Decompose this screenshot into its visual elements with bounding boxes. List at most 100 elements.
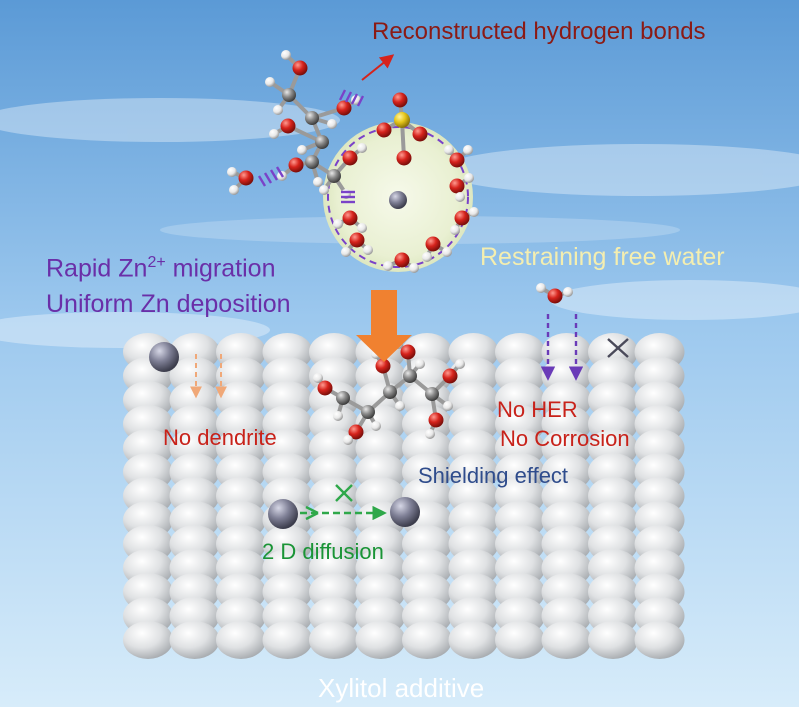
hydrogen-atom — [415, 359, 425, 369]
lattice-sphere — [355, 621, 406, 659]
zn-charge: 2+ — [147, 254, 166, 271]
carbon-atom — [282, 88, 296, 102]
carbon-atom — [425, 387, 439, 401]
rapid-prefix: Rapid Zn — [46, 254, 148, 283]
xylitol-additive-label: Xylitol additive — [318, 673, 485, 703]
shielding-effect-label: Shielding effect — [418, 463, 569, 488]
oxygen-atom — [454, 210, 470, 226]
xylitol-molecule-surface — [313, 339, 465, 445]
hydrogen-atom — [371, 421, 381, 431]
zn-adatom-left — [149, 342, 179, 372]
migration-arrow — [356, 290, 412, 362]
hydrogen-atom — [383, 261, 393, 271]
restraining-water-label: Restraining free water — [480, 243, 725, 271]
lattice-sphere — [541, 621, 592, 659]
hydrogen-atom — [297, 145, 307, 155]
water-left-sheath — [227, 167, 254, 195]
lattice-sphere — [448, 621, 499, 659]
zinc-surface-lattice — [123, 333, 685, 659]
water-arrows — [540, 314, 584, 381]
oxygen-atom — [376, 122, 392, 138]
hydrogen-atom — [422, 252, 432, 262]
lattice-sphere — [402, 621, 452, 659]
no-her-label: No HER — [497, 397, 578, 422]
hydrogen-atom — [363, 245, 373, 255]
water-bottom-right — [422, 236, 452, 262]
hydrogen-atom — [395, 401, 405, 411]
oxygen-atom — [394, 252, 410, 268]
hydrogen-atom — [313, 373, 323, 383]
sulfur-atom — [394, 112, 410, 128]
oxygen-atom — [396, 150, 412, 166]
uniform-deposition-label: Uniform Zn deposition — [46, 290, 291, 318]
hydrogen-bond-marks — [257, 89, 365, 204]
hydrogen-atom — [463, 145, 473, 155]
hydrogen-atom — [536, 283, 546, 293]
solvation-boundary — [327, 126, 469, 268]
lattice-sphere — [169, 621, 220, 659]
lattice-sphere — [262, 621, 313, 659]
xylitol-molecule-top — [265, 50, 367, 199]
oxygen-atom — [292, 60, 308, 76]
hydrogen-atom — [357, 143, 367, 153]
no-corrosion-label: No Corrosion — [500, 426, 630, 451]
hydrogen-atom — [229, 185, 239, 195]
hydrogen-atom — [409, 263, 419, 273]
diffusion-arrow — [300, 505, 387, 521]
water-left-low — [333, 210, 367, 233]
reconstructed-bonds-label: Reconstructed hydrogen bonds — [372, 18, 706, 45]
rapid-migration-label: Rapid Zn2+ migration — [46, 254, 275, 283]
hydrogen-atom — [281, 50, 291, 60]
oxygen-atom — [412, 126, 428, 142]
hydrogen-atom — [357, 223, 367, 233]
hydrogen-atom — [265, 77, 275, 87]
hydrogen-atom — [455, 359, 465, 369]
carbon-atom — [361, 405, 375, 419]
diffusion-2d-label: 2 D diffusion — [262, 539, 384, 564]
water-bottom-left — [341, 232, 373, 257]
oxygen-atom — [392, 92, 408, 108]
oxygen-atom — [449, 152, 465, 168]
hydrogen-atom — [442, 247, 452, 257]
sulfate-molecule — [376, 92, 428, 166]
zn-diffusion-left — [268, 499, 298, 529]
carbon-atom — [327, 169, 341, 183]
oxygen-atom — [425, 236, 441, 252]
hydrogen-atom — [341, 247, 351, 257]
water-bottom — [383, 252, 419, 273]
oxygen-atom — [375, 358, 391, 374]
rapid-suffix: migration — [165, 254, 276, 283]
deposition-arrows — [190, 354, 227, 399]
oxygen-atom — [348, 424, 364, 440]
hydrogen-atom — [425, 429, 435, 439]
water-right-mid — [449, 173, 474, 202]
oxygen-atom — [428, 412, 444, 428]
lattice-sphere — [588, 621, 638, 659]
lattice-sphere — [634, 621, 685, 659]
oxygen-atom — [317, 380, 333, 396]
hydrogen-atom — [343, 435, 353, 445]
hydrogen-atom — [327, 119, 337, 129]
diffusion-cross-icon — [335, 484, 353, 502]
carbon-atom — [403, 369, 417, 383]
zn-diffusion-right — [390, 497, 420, 527]
oxygen-atom — [442, 368, 458, 384]
bond-pointer-arrow — [361, 54, 395, 81]
hydrogen-atom — [464, 173, 474, 183]
carbon-atom — [305, 155, 319, 169]
hydrogen-atom — [333, 411, 343, 421]
carbon-atom — [315, 135, 329, 149]
oxygen-atom — [400, 344, 416, 360]
oxygen-atom — [547, 288, 563, 304]
lattice-sphere — [309, 621, 359, 659]
molecular-models — [227, 50, 573, 445]
hydrogen-atom — [469, 207, 479, 217]
oxygen-atom — [336, 100, 352, 116]
zn-ion-center — [389, 191, 407, 209]
hydrogen-atom — [269, 129, 279, 139]
hydrogen-atom — [313, 177, 323, 187]
oxygen-atom — [238, 170, 254, 186]
oxygen-atom — [342, 210, 358, 226]
